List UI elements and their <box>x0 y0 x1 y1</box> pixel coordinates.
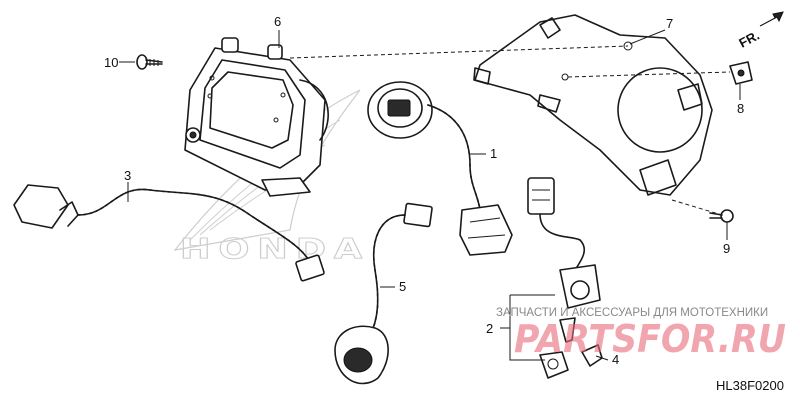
meter-assembly[interactable] <box>184 37 329 197</box>
meter-bracket[interactable] <box>473 14 713 196</box>
callout-1: 1 <box>490 146 497 161</box>
screw[interactable] <box>136 54 163 70</box>
bolt[interactable] <box>709 209 734 223</box>
callout-4: 4 <box>612 352 619 367</box>
callout-6: 6 <box>274 14 281 29</box>
callout-3: 3 <box>124 168 131 183</box>
clip-nut[interactable] <box>729 61 753 85</box>
callout-2: 2 <box>486 321 493 336</box>
watermark-site: PARTSFOR.RU <box>514 317 786 361</box>
watermark-caption: ЗАПЧАСТИ И АКСЕССУАРЫ ДЛЯ МОТОТЕХНИКИ <box>496 307 768 319</box>
callout-numbers: 1 2 3 4 5 6 7 8 9 10 <box>104 14 744 367</box>
wiring-harness-3[interactable] <box>13 184 325 282</box>
front-direction-indicator: FR. <box>736 11 784 51</box>
front-arrow-icon <box>759 11 784 27</box>
callout-8: 8 <box>737 101 744 116</box>
honda-wordmark: HONDA <box>180 232 370 265</box>
callout-10: 10 <box>104 55 118 70</box>
leader-lines <box>119 29 741 361</box>
honda-wing-logo: HONDA <box>173 89 370 266</box>
callout-7: 7 <box>666 16 673 31</box>
callout-9: 9 <box>723 241 730 256</box>
ignition-switch-set[interactable] <box>527 177 601 379</box>
front-direction-label: FR. <box>736 28 762 51</box>
wiring-harness-5[interactable] <box>334 202 433 385</box>
callout-5: 5 <box>399 279 406 294</box>
wiring-harness-1[interactable] <box>367 81 513 256</box>
diagram-code: HL38F0200 <box>716 378 784 393</box>
partsfor-watermark: ЗАПЧАСТИ И АКСЕССУАРЫ ДЛЯ МОТОТЕХНИКИ PA… <box>496 307 786 361</box>
